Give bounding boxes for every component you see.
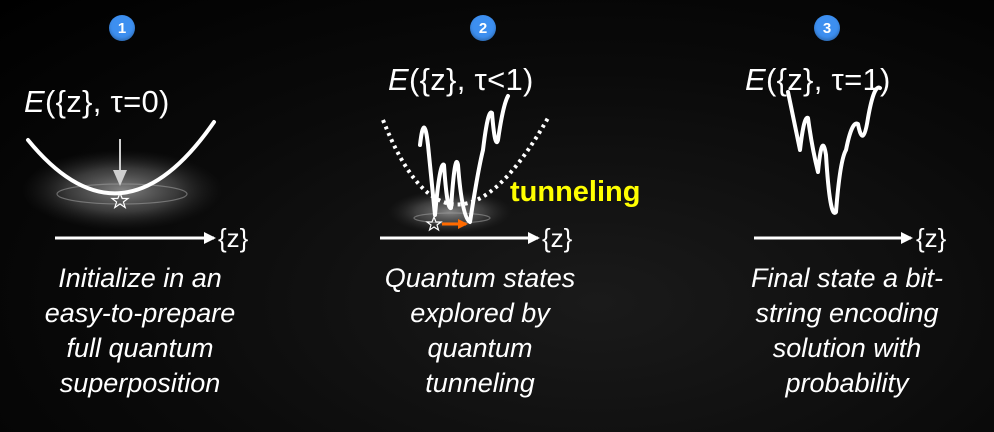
caption-1-line-3: full quantum xyxy=(66,333,214,363)
parabola-curve xyxy=(26,120,216,196)
ground-state-ring xyxy=(56,183,188,205)
energy-args-2: ({z}, τ<1) xyxy=(408,62,534,97)
energy-label-2: E({z}, τ<1) xyxy=(388,62,534,98)
panel-3-graphics xyxy=(754,85,913,244)
caption-1-line-1: Initialize in an xyxy=(58,263,222,293)
energy-label-3: E({z}, τ=1) xyxy=(745,62,891,98)
caption-2-line-3: quantum xyxy=(427,333,533,363)
caption-1-line-4: superposition xyxy=(59,368,221,398)
rugged-landscape-curve xyxy=(418,94,510,224)
caption-2: Quantum states explored by quantum tunne… xyxy=(330,261,630,401)
caption-3-line-2: string encoding xyxy=(755,298,939,328)
caption-1: Initialize in an easy-to-prepare full qu… xyxy=(0,261,280,401)
final-landscape-curve xyxy=(786,85,882,215)
step-1-badge: 1 xyxy=(109,15,135,41)
glow-2 xyxy=(388,190,512,234)
tunneling-label: tunneling xyxy=(510,176,641,208)
energy-args-1: ({z}, τ=0) xyxy=(44,84,170,119)
step-3-badge: 3 xyxy=(814,15,840,41)
dotted-parabola xyxy=(381,117,550,207)
caption-1-line-2: easy-to-prepare xyxy=(44,298,236,328)
step-2-badge: 2 xyxy=(470,15,496,41)
caption-3-line-3: solution with xyxy=(772,333,922,363)
energy-symbol-1: E xyxy=(24,84,45,119)
z-axis-label-3: {z} xyxy=(916,223,947,253)
caption-3-line-1: Final state a bit- xyxy=(750,263,944,293)
energy-args-3: ({z}, τ=1) xyxy=(765,62,891,97)
energy-symbol-3: E xyxy=(745,62,766,97)
star-marker-2 xyxy=(425,215,443,232)
z-axis-label-1: {z} xyxy=(218,223,249,253)
caption-2-line-2: explored by xyxy=(410,298,550,328)
caption-2-line-1: Quantum states xyxy=(384,263,576,293)
panel-tunneling: 2 E({z}, τ<1) tunneling {z} Quantum stat… xyxy=(330,0,690,432)
panel-2-graphics xyxy=(380,94,550,244)
panel-final-state: 3 E({z}, τ=1) {z} Final state a bit- str… xyxy=(700,0,994,432)
star-marker xyxy=(110,191,130,209)
caption-2-line-4: tunneling xyxy=(425,368,535,398)
panel-initialize: 1 E({z}, τ=0) {z} Initialize in an easy-… xyxy=(0,0,270,432)
caption-3-line-4: probability xyxy=(785,368,909,398)
caption-3: Final state a bit- string encoding solut… xyxy=(700,261,994,401)
panel-1-graphics xyxy=(22,120,222,244)
energy-symbol-2: E xyxy=(388,62,409,97)
down-arrow-head xyxy=(113,170,127,186)
z-axis-label-2: {z} xyxy=(542,223,573,253)
energy-label-1: E({z}, τ=0) xyxy=(24,84,170,120)
